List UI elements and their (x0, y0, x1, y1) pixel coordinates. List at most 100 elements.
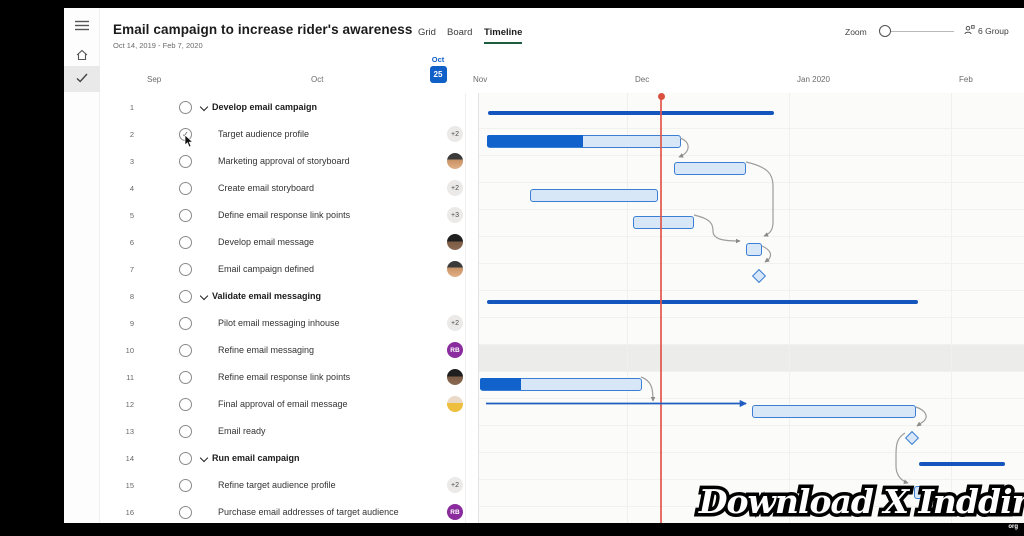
task-complete-checkbox[interactable] (179, 451, 192, 465)
task-complete-checkbox[interactable] (179, 316, 192, 330)
task-number: 1 (129, 103, 134, 112)
task-bar-row-3[interactable] (674, 162, 746, 175)
project-date-range: Oct 14, 2019 - Feb 7, 2020 (113, 41, 203, 50)
task-complete-checkbox[interactable] (179, 478, 192, 492)
task-complete-checkbox[interactable] (179, 235, 192, 249)
assignee-avatar[interactable] (447, 261, 463, 277)
assignee-count-badge[interactable]: +2 (447, 126, 463, 142)
task-name: Final approval of email message (218, 399, 348, 409)
task-row-6[interactable]: 6 Develop email message (100, 229, 478, 256)
task-bar-row-6[interactable] (746, 243, 762, 256)
assignee-avatar[interactable] (447, 153, 463, 169)
summary-bar-row-1[interactable] (488, 110, 774, 115)
month-label-dec: Dec (635, 75, 650, 84)
assignee-avatar[interactable]: RB (447, 342, 463, 358)
assignee-avatar[interactable] (447, 369, 463, 385)
assignee-count-badge[interactable]: +3 (447, 207, 463, 223)
task-complete-checkbox[interactable] (179, 289, 192, 303)
row-gridline (479, 425, 1024, 426)
group-by-control[interactable]: 6 Group (964, 25, 1024, 37)
task-name: Email ready (218, 426, 266, 436)
task-name: Run email campaign (212, 453, 300, 463)
task-complete-checkbox[interactable] (179, 397, 192, 411)
assignee-count-badge[interactable]: +2 (447, 477, 463, 493)
milestone-diamond-row-7[interactable] (751, 268, 766, 284)
chevron-down-icon[interactable] (199, 291, 209, 301)
month-label-jan-2020: Jan 2020 (797, 75, 830, 84)
tab-timeline[interactable]: Timeline (484, 27, 523, 44)
summary-bar-row-8[interactable] (487, 299, 918, 304)
task-complete-checkbox[interactable] (179, 181, 192, 195)
task-complete-checkbox[interactable] (179, 262, 192, 276)
task-bar-row-5[interactable] (633, 216, 694, 229)
row-gridline (479, 452, 1024, 453)
check-icon (76, 70, 88, 88)
task-number: 6 (129, 238, 134, 247)
task-number: 8 (129, 292, 134, 301)
zoom-slider-track[interactable] (886, 31, 954, 32)
task-name: Refine email response link points (218, 372, 351, 382)
task-name: Target audience profile (218, 129, 310, 139)
project-timeline-app: Email campaign to increase rider's aware… (64, 8, 1024, 523)
assignee-avatar[interactable] (447, 234, 463, 250)
milestone-diamond-row-13[interactable] (904, 430, 919, 446)
home-icon (76, 48, 88, 66)
task-bar-row-12[interactable] (752, 405, 916, 418)
row-gridline (479, 371, 1024, 372)
task-number: 3 (129, 157, 134, 166)
task-complete-checkbox[interactable] (179, 370, 192, 384)
task-number: 4 (129, 184, 134, 193)
row-gridline (479, 317, 1024, 318)
tab-board[interactable]: Board (447, 27, 473, 38)
chevron-down-icon[interactable] (199, 102, 209, 112)
tab-grid[interactable]: Grid (418, 27, 436, 38)
task-bar-row-11[interactable] (480, 378, 642, 391)
task-name: Purchase email addresses of target audie… (218, 507, 399, 517)
sidebar-item-menu[interactable] (64, 14, 100, 40)
sidebar-item-tasks[interactable] (64, 66, 100, 92)
assignee-avatar[interactable] (447, 396, 463, 412)
task-complete-checkbox[interactable] (179, 154, 192, 168)
highlighted-row-background (479, 344, 1024, 371)
month-gridline (627, 93, 628, 523)
assignee-count-badge[interactable]: +2 (447, 315, 463, 331)
task-row-2[interactable]: 2✓Target audience profile+2 (100, 121, 478, 148)
task-complete-checkbox[interactable] (179, 208, 192, 222)
task-bar-row-2[interactable] (487, 135, 681, 148)
zoom-slider-knob[interactable] (879, 25, 891, 37)
assignee-avatar[interactable]: RB (447, 504, 463, 520)
summary-bar-row-14[interactable] (919, 461, 1005, 466)
group-people-icon (964, 25, 975, 37)
task-complete-checkbox[interactable] (179, 100, 192, 114)
today-marker-line (660, 96, 662, 523)
task-name: Create email storyboard (218, 183, 315, 193)
month-gridline (789, 93, 790, 523)
assignee-count-badge[interactable]: +2 (447, 180, 463, 196)
selected-date-chip[interactable]: 25 (429, 66, 447, 83)
task-complete-checkbox[interactable] (179, 424, 192, 438)
sidebar-item-home[interactable] (64, 44, 100, 70)
task-number: 5 (129, 211, 134, 220)
task-complete-checkbox[interactable] (179, 343, 192, 357)
task-row-4[interactable]: 4 Create email storyboard +2 (100, 175, 478, 202)
watermark-suffix: org (1008, 524, 1018, 530)
task-bar-row-4[interactable] (530, 189, 658, 202)
page-title: Email campaign to increase rider's aware… (113, 22, 413, 37)
chevron-down-icon[interactable] (199, 453, 209, 463)
task-complete-checkbox[interactable] (179, 505, 192, 519)
task-number: 15 (125, 481, 134, 490)
task-name: Develop email message (218, 237, 315, 247)
